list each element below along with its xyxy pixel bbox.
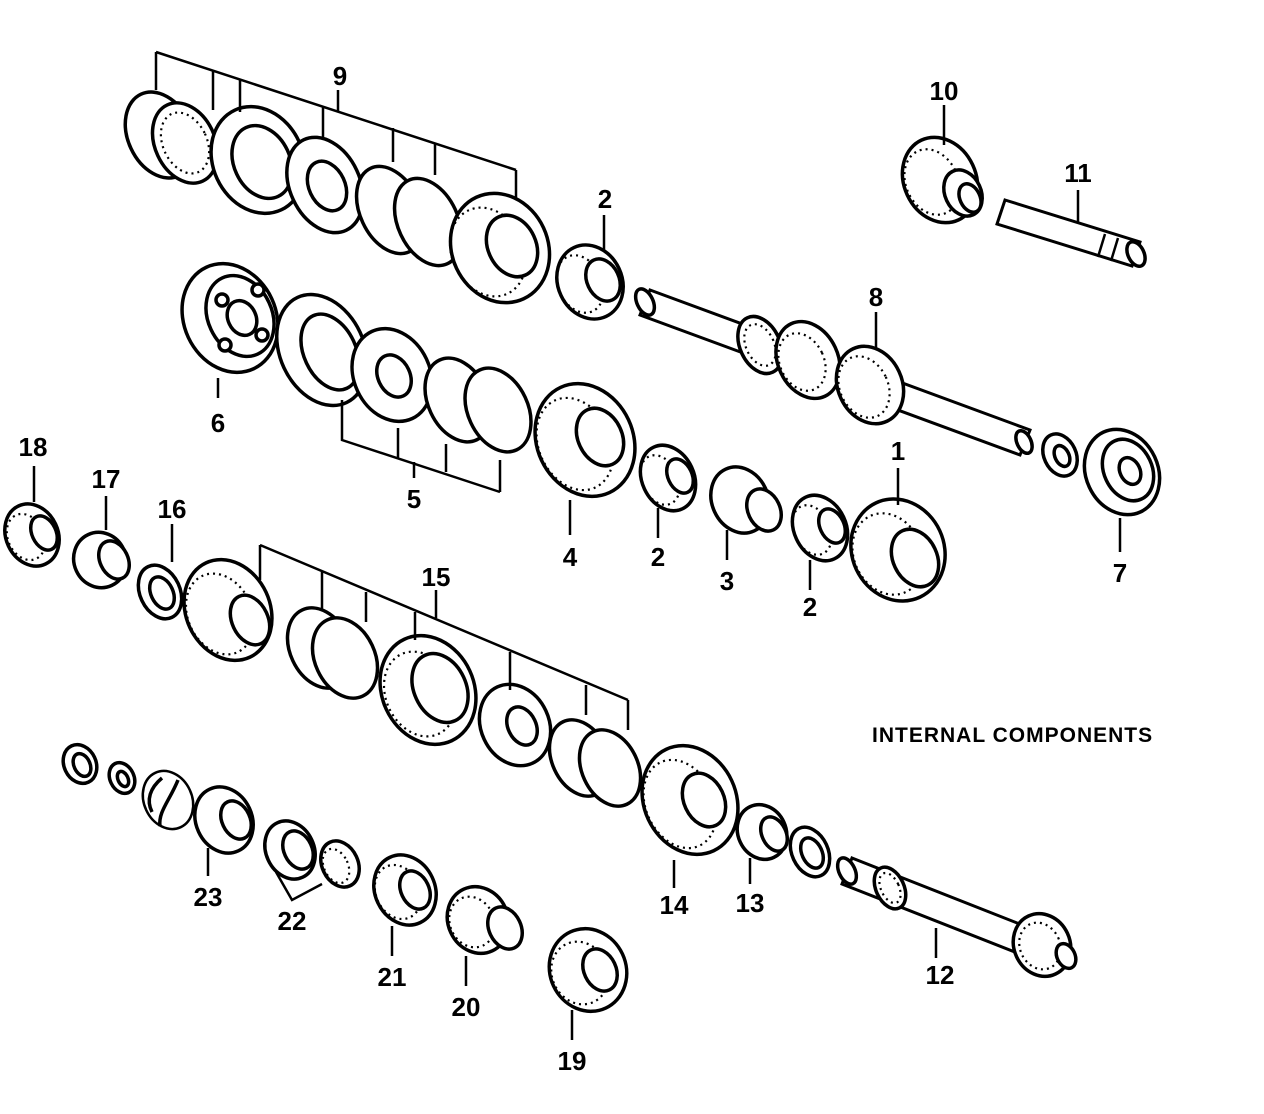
part-13-collar	[735, 802, 832, 884]
part-15-synchro-assembly	[182, 543, 643, 808]
callout-6: 6	[211, 408, 225, 438]
part-14-gear	[640, 743, 740, 888]
part-3-collar	[709, 465, 783, 560]
callout-23: 23	[194, 882, 223, 912]
part-1-gear	[849, 468, 947, 603]
part-22-bearing-set	[263, 819, 361, 902]
part-12-countershaft	[835, 856, 1078, 979]
part-10-reverse-idler-gear	[900, 105, 984, 225]
part-small-washers	[61, 742, 195, 831]
callout-2-mid: 2	[651, 542, 665, 572]
part-16-snap-ring	[136, 524, 184, 621]
part-18-needle-bearing	[3, 466, 61, 568]
callout-22: 22	[278, 906, 307, 936]
part-17-sleeve	[71, 496, 131, 590]
callout-12: 12	[926, 960, 955, 990]
callout-2-low: 2	[803, 592, 817, 622]
callout-14: 14	[660, 890, 689, 920]
part-6-ball-bearing	[180, 261, 280, 398]
part-11-idler-shaft	[995, 190, 1147, 269]
callout-2-top: 2	[598, 184, 612, 214]
part-5-synchro-assembly	[274, 292, 533, 494]
part-19-gear	[547, 926, 629, 1040]
callout-21: 21	[378, 962, 407, 992]
callout-9: 9	[333, 61, 347, 91]
callout-16: 16	[158, 494, 187, 524]
callout-4: 4	[563, 542, 578, 572]
callout-3: 3	[720, 566, 734, 596]
callout-8: 8	[869, 282, 883, 312]
callout-13: 13	[736, 888, 765, 918]
callout-10: 10	[930, 76, 959, 106]
callout-19: 19	[558, 1046, 587, 1076]
callout-18: 18	[19, 432, 48, 462]
part-2-needle-bearing-top	[555, 215, 625, 321]
callout-7: 7	[1113, 558, 1127, 588]
callout-20: 20	[452, 992, 481, 1022]
callout-1: 1	[891, 436, 905, 466]
part-7-ball-bearing	[1041, 427, 1162, 552]
part-20-gear	[445, 884, 524, 986]
part-2-needle-bearing-low	[790, 493, 850, 590]
part-23-bearing	[193, 785, 255, 876]
diagram-caption: INTERNAL COMPONENTS	[872, 724, 1153, 747]
callout-15: 15	[422, 562, 451, 592]
part-2-needle-bearing-mid	[638, 443, 698, 538]
callout-11: 11	[1064, 158, 1092, 188]
part-9-synchro-assembly	[123, 50, 552, 305]
callout-17: 17	[92, 464, 121, 494]
part-8-mainshaft	[633, 287, 1034, 457]
part-4-gear	[533, 381, 637, 535]
part-21-gear	[372, 853, 438, 956]
callout-5: 5	[407, 484, 421, 514]
